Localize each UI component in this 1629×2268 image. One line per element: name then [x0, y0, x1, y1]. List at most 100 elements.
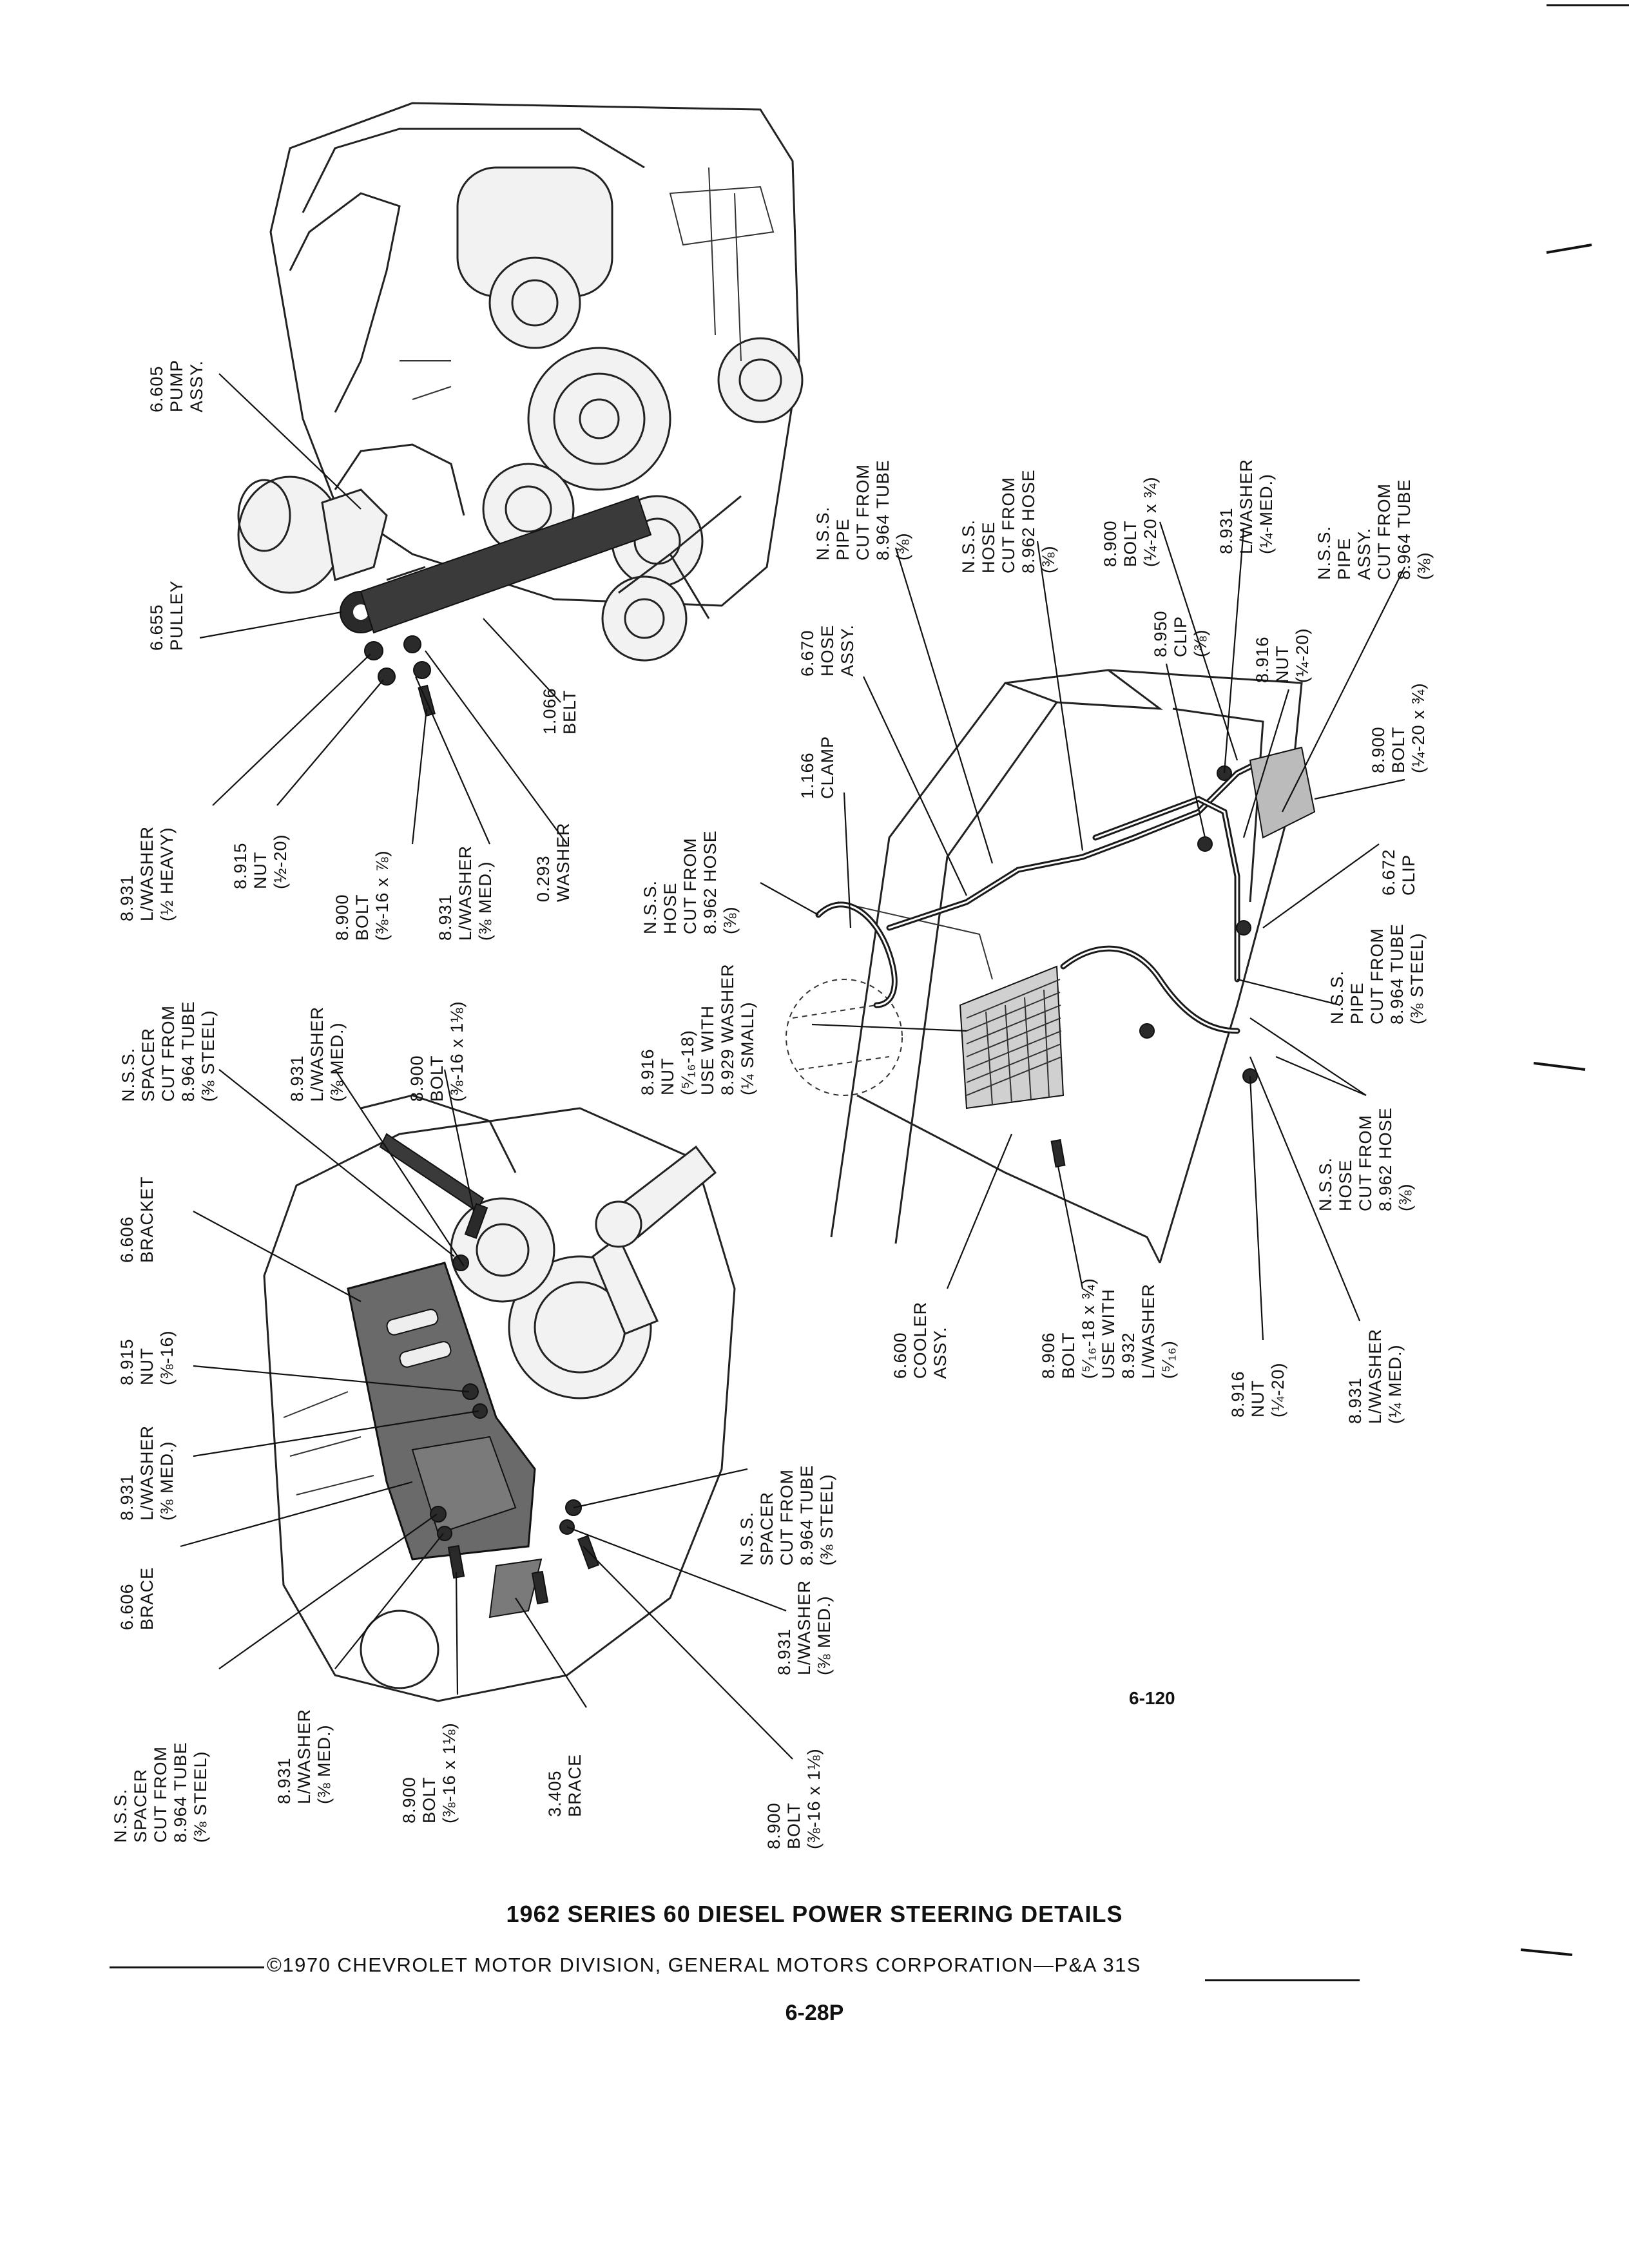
callout-washer-cooler-bottom: 8.931L/WASHER(¼ MED.): [1345, 1329, 1405, 1424]
callout-line: BRACE: [137, 1567, 157, 1630]
callout-spacer-bottom: N.S.S.SPACERCUT FROM8.964 TUBE(⅜ STEEL): [111, 1742, 210, 1843]
callout-line: (⅜-16 x 1⅛): [439, 1722, 459, 1823]
callout-line: 8.964 TUBE: [178, 1001, 198, 1102]
callout-line: N.S.S.: [1316, 1157, 1335, 1211]
callout-nut-quarter: 8.916NUT(¼-20): [1253, 628, 1312, 683]
callout-line: (⅜): [720, 907, 740, 935]
callout-line: CUT FROM: [1374, 483, 1394, 580]
callout-line: (⁵⁄₁₆-18 x ¾): [1079, 1278, 1098, 1379]
leader-lines: [180, 373, 1405, 1760]
callout-line: (⅜ MED.): [314, 1724, 334, 1804]
callout-bolt-clip: 8.900BOLT(¼-20 x ¾): [1101, 476, 1160, 567]
callout-line: L/WASHER: [1365, 1329, 1385, 1424]
callout-line: (⅜-16 x ⅞): [372, 850, 392, 941]
callout-line: 8.964 TUBE: [873, 459, 892, 561]
callout-line: (⅜ MED.): [476, 861, 495, 941]
callout-line: 8.931: [117, 1474, 137, 1521]
callout-line: (¼-20): [1268, 1362, 1287, 1418]
callout-bolt-bottom-right: 8.900BOLT(⅜-16 x 1⅛): [764, 1748, 824, 1849]
callout-line: 8.964 TUBE: [1394, 479, 1414, 580]
callout-line: 8.900: [333, 894, 352, 941]
callout-bolt-cooler: 8.906BOLT(⁵⁄₁₆-18 x ¾)USE WITH8.932L/WAS…: [1039, 1278, 1178, 1379]
callout-line: 8.900: [1369, 726, 1388, 773]
callout-brace-606: 6.606BRACE: [117, 1567, 157, 1630]
callout-line: (⅜ STEEL): [1407, 932, 1427, 1024]
callout-line: CUT FROM: [853, 464, 872, 561]
callout-washer-plain: 0.293WASHER: [534, 822, 573, 902]
callout-line: BRACE: [565, 1754, 584, 1817]
callout-line: (⅜): [1039, 546, 1058, 574]
callout-line: SPACER: [757, 1492, 776, 1566]
callout-line: BOLT: [784, 1802, 804, 1849]
callout-line: (¼-MED.): [1257, 474, 1276, 554]
callout-line: 8.900: [764, 1802, 784, 1849]
callout-line: (¼ MED.): [1385, 1344, 1405, 1424]
callout-line: NUT: [1248, 1380, 1268, 1418]
callout-line: CUT FROM: [680, 838, 700, 934]
callout-line: USE WITH: [1099, 1289, 1118, 1379]
callout-spacer-right: N.S.S.SPACERCUT FROM8.964 TUBE(⅜ STEEL): [737, 1465, 836, 1566]
callout-hose-assy: 6.670HOSEASSY.: [798, 624, 857, 677]
callout-washer-quarter: 8.931L/WASHER(¼-MED.): [1217, 459, 1276, 554]
callout-line: BOLT: [352, 894, 372, 941]
callout-line: (⅜): [1396, 1184, 1415, 1212]
callout-clamp: 1.166CLAMP: [798, 736, 837, 799]
callout-line: CLIP: [1171, 616, 1190, 657]
callout-washer-heavy: 8.931L/WASHER(½ HEAVY): [117, 826, 177, 921]
callout-line: L/WASHER: [1237, 459, 1256, 554]
callout-line: (⅜-16 x 1⅛): [804, 1748, 824, 1849]
callout-line: CUT FROM: [777, 1469, 796, 1566]
callout-bolt-bottom: 8.900BOLT(⅜-16 x 1⅛): [400, 1722, 459, 1823]
callout-washer-bottom: 8.931L/WASHER(⅜ MED.): [275, 1709, 334, 1804]
callout-washer-pulley: 8.931L/WASHER(⅜ MED.): [436, 845, 495, 941]
callout-line: ASSY.: [1354, 528, 1374, 580]
callout-line: NUT: [658, 1058, 677, 1096]
callout-line: L/WASHER: [137, 826, 157, 921]
callout-line: BOLT: [427, 1055, 447, 1102]
callout-line: (⅜-16 x 1⅛): [447, 1001, 467, 1102]
callout-line: N.S.S.: [1327, 970, 1347, 1024]
callout-line: 8.900: [400, 1776, 419, 1823]
callout-line: 6.606: [117, 1583, 137, 1630]
callout-line: 8.964 TUBE: [1387, 923, 1407, 1024]
callout-line: BOLT: [1389, 726, 1408, 773]
callout-nut-cooler-bottom: 8.916NUT(¼-20): [1228, 1362, 1287, 1418]
callout-line: BOLT: [419, 1776, 439, 1823]
callout-line: 1.066: [540, 687, 559, 735]
callout-line: N.S.S.: [111, 1789, 130, 1843]
engine-top-illustration: [237, 102, 804, 717]
callout-line: NUT: [1273, 646, 1292, 684]
callout-line: L/WASHER: [795, 1580, 814, 1675]
callout-line: (⁵⁄₁₆-18): [678, 1030, 697, 1095]
callout-line: PIPE: [1335, 537, 1354, 580]
callout-line: (⅜ STEEL): [191, 1751, 210, 1843]
callout-line: L/WASHER: [294, 1709, 314, 1804]
callout-line: N.S.S.: [119, 1048, 138, 1102]
callout-line: 8.950: [1151, 610, 1170, 657]
callout-belt: 1.066BELT: [540, 687, 579, 735]
callout-line: 8.931: [436, 894, 455, 941]
callout-line: PUMP: [167, 360, 186, 412]
callout-line: CLAMP: [818, 736, 837, 799]
callout-line: 0.293: [534, 855, 553, 902]
callout-labels: 6.605PUMPASSY. 6.655PULLEY 1.066BELT 8.9…: [111, 360, 1434, 1849]
callout-spacer-top: N.S.S.SPACERCUT FROM8.964 TUBE(⅜ STEEL): [119, 1001, 218, 1102]
callout-line: N.S.S.: [959, 519, 978, 573]
callout-line: (¼-20 x ¾): [1141, 476, 1160, 567]
callout-line: 8.962 HOSE: [1019, 469, 1038, 573]
engine-bracket-illustration: [263, 1094, 736, 1702]
callout-line: 8.915: [117, 1338, 137, 1385]
callout-line: (⅜ STEEL): [198, 1010, 218, 1102]
callout-line: (⅜): [1414, 552, 1434, 581]
callout-line: 1.166: [798, 752, 817, 799]
callout-line: N.S.S.: [641, 880, 660, 934]
callout-line: L/WASHER: [307, 1006, 327, 1102]
callout-pump-assy: 6.605PUMPASSY.: [147, 360, 206, 412]
callout-hose-left: N.S.S.HOSECUT FROM8.962 HOSE(⅜): [641, 830, 740, 934]
callout-washer-bottom-right: 8.931L/WASHER(⅜ MED.): [775, 1580, 834, 1675]
callout-line: 6.606: [117, 1216, 137, 1263]
callout-hose-top: N.S.S.HOSECUT FROM8.962 HOSE(⅜): [959, 469, 1058, 573]
callout-line: N.S.S.: [737, 1512, 757, 1566]
callout-line: CUT FROM: [1367, 928, 1387, 1024]
